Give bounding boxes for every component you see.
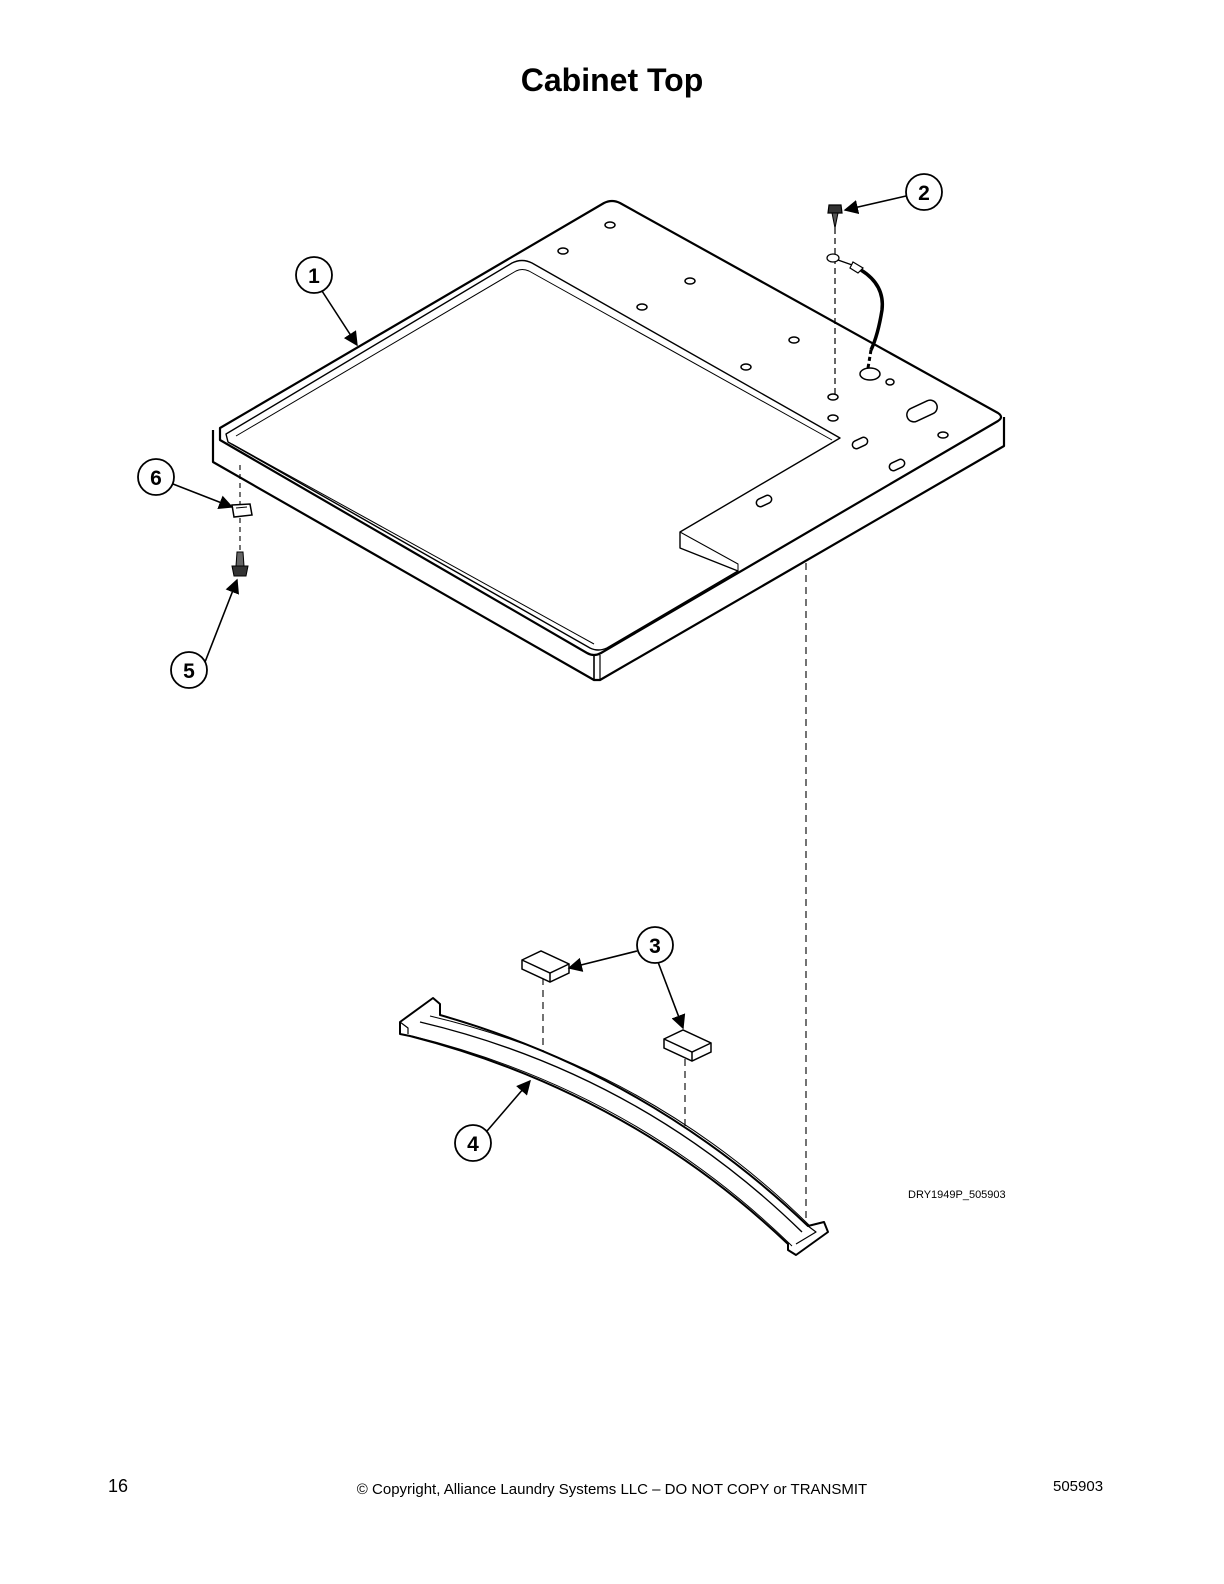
- ground-screw-and-wire: [826, 204, 885, 395]
- clip-and-screw: [231, 465, 253, 577]
- callout-5: 5: [170, 651, 208, 689]
- svg-text:6: 6: [150, 467, 162, 490]
- svg-text:5: 5: [183, 660, 195, 683]
- callout-6: 6: [137, 458, 175, 496]
- panel-holes: [557, 221, 949, 508]
- leader-arrows: [172, 195, 907, 1132]
- adhesive-pads: [521, 950, 712, 1062]
- svg-text:2: 2: [918, 182, 930, 205]
- cabinet-top-panel: [211, 199, 1006, 682]
- front-trim: [399, 997, 829, 1256]
- footer-copyright: © Copyright, Alliance Laundry Systems LL…: [356, 1481, 868, 1498]
- svg-text:3: 3: [649, 935, 661, 958]
- page-title: Cabinet Top: [520, 62, 704, 98]
- svg-text:4: 4: [467, 1133, 479, 1156]
- footer-page-number: 16: [108, 1476, 129, 1496]
- callout-2: 2: [905, 173, 943, 211]
- callout-1: 1: [295, 256, 333, 294]
- svg-text:1: 1: [308, 265, 320, 288]
- callout-4: 4: [454, 1124, 492, 1162]
- callout-3: 3: [636, 926, 674, 964]
- footer-doc-number: 505903: [1053, 1478, 1104, 1495]
- figure-id: DRY1949P_505903: [908, 1189, 1006, 1201]
